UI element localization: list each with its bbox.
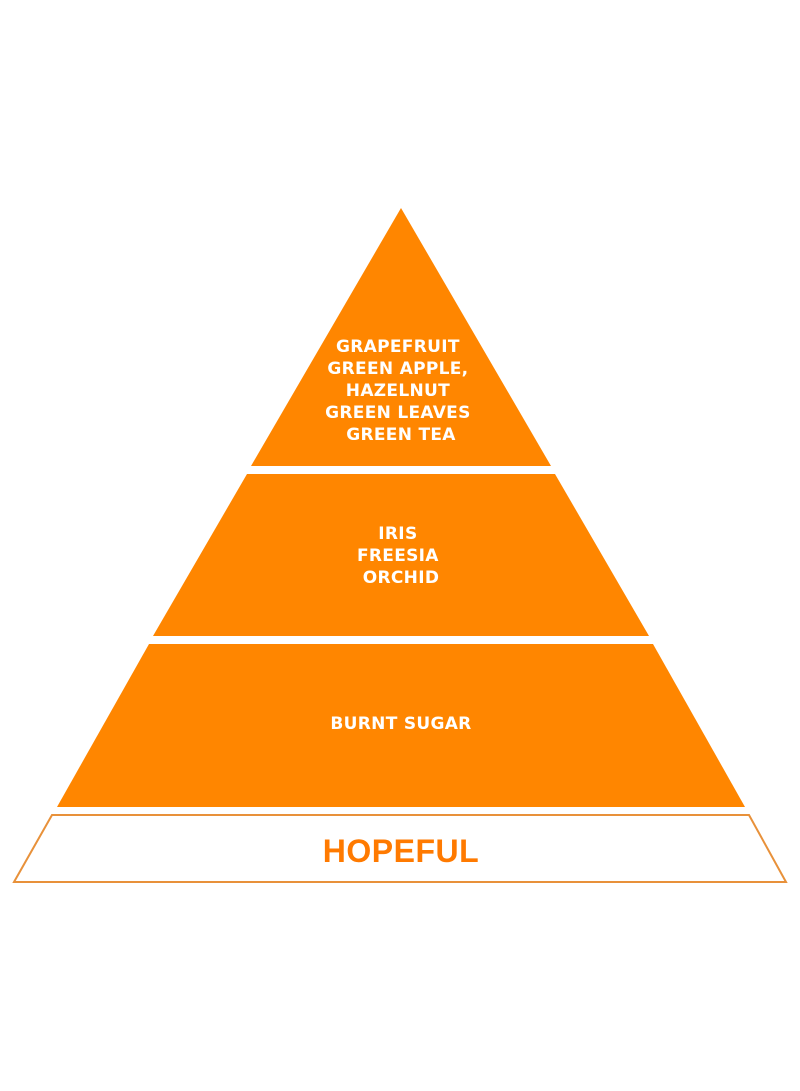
- tier-top-shape: [251, 208, 551, 466]
- base-band-shape: [12, 814, 788, 883]
- tier-top-line: GRAPEFRUIT: [336, 337, 460, 357]
- tier-top-line: GREEN APPLE,: [327, 359, 468, 379]
- tier-middle: IRIS FREESIA ORCHID: [153, 474, 649, 636]
- tier-middle-line: ORCHID: [363, 568, 439, 588]
- tier-top: GRAPEFRUIT GREEN APPLE, HAZELNUT GREEN L…: [251, 208, 551, 466]
- tier-middle-text: IRIS FREESIA ORCHID: [357, 524, 445, 588]
- tier-middle-line: FREESIA: [357, 546, 439, 566]
- tier-top-line: GREEN LEAVES: [325, 403, 470, 423]
- tier-top-line: GREEN TEA: [346, 425, 456, 445]
- tier-top-line: HAZELNUT: [346, 381, 450, 401]
- tier-middle-line: IRIS: [378, 524, 417, 544]
- tier-bottom-text: BURNT SUGAR: [330, 714, 471, 734]
- tier-bottom: BURNT SUGAR: [57, 644, 745, 807]
- base-band: HOPEFUL: [12, 814, 788, 883]
- tier-bottom-shape: [57, 644, 745, 807]
- base-label: HOPEFUL: [323, 833, 479, 869]
- tier-middle-shape: [153, 474, 649, 636]
- tier-top-text: GRAPEFRUIT GREEN APPLE, HAZELNUT GREEN L…: [325, 337, 477, 445]
- tier-bottom-line: BURNT SUGAR: [330, 714, 471, 734]
